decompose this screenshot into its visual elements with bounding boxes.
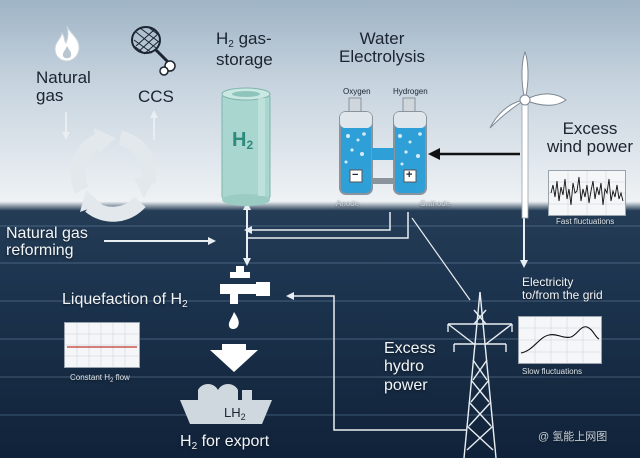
electrode-minus: − [352,169,359,181]
natural-gas-label: Natural gas [36,68,91,105]
hydrogen-tank-icon [221,87,271,206]
constant-flow-chart [64,322,140,368]
h2-export-label: H2 for export [180,433,270,452]
capture-net-icon [131,26,176,76]
anode-label: Anode [336,199,360,208]
constant-flow-label: Constant H2 flow [70,373,130,384]
oxygen-label: Oxygen [343,87,371,96]
water-electrolysis-label: Water Electrolysis [339,29,425,66]
watermark: @ 氢能上网图 [538,431,608,443]
faucet-icon [220,266,270,329]
electrolyzer-icon [339,97,427,195]
wind-turbine-icon [489,50,567,219]
flame-icon [54,25,80,62]
cathode-label: Cathode [420,199,451,208]
fast-fluctuations-chart [548,170,626,216]
slow-fluctuations-chart [518,316,602,364]
lh2-ship-icon [180,384,272,424]
electrode-plus: + [406,169,413,181]
h2-gas-storage-label: H2 gas- storage [216,29,273,69]
slow-fluctuations-label: Slow fluctuations [522,367,583,376]
ccs-label: CCS [138,87,174,106]
natural-gas-reforming-label: Natural gas reforming [6,225,88,259]
lh2-label: LH2 [224,405,246,422]
reforming-cycle-icon [70,128,157,222]
fast-fluctuations-label: Fast fluctuations [556,217,615,226]
tank-h2-label: H2 [232,129,254,152]
excess-wind-label: Excess wind power [547,119,633,156]
power-pylon-icon [447,291,513,458]
liquefaction-label: Liquefaction of H2 [62,291,188,310]
excess-hydro-label: Excess hydro power [384,340,436,394]
electricity-grid-label: Electricity to/from the grid [522,275,603,302]
hydrogen-label: Hydrogen [393,87,428,96]
